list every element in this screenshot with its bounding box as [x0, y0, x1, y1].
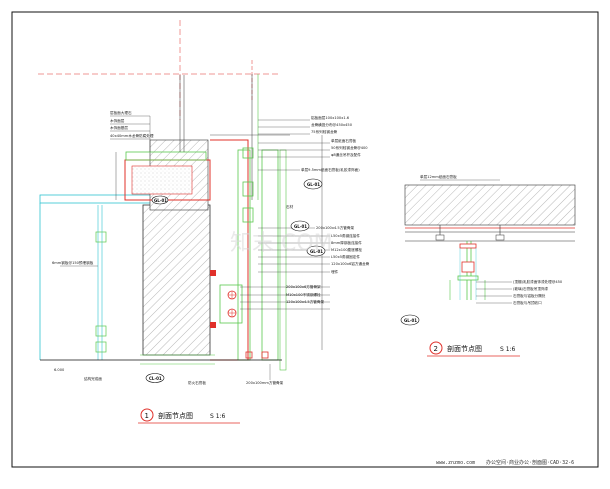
detail-2-number-circle	[429, 341, 443, 355]
detail-1-number-circle	[140, 408, 154, 422]
callout-right-6: φ8通丝吊杆及配件	[331, 152, 361, 157]
footer-left: www.znzmo.com	[436, 460, 475, 466]
callout-right-18: 120x100x4.5方管骨架	[286, 299, 324, 304]
callout-right-3: 75系列轻钢龙骨	[311, 129, 338, 134]
callout-right-1: 铝板面层100x100x1.6	[311, 115, 350, 120]
tag-cl01: CL-01	[145, 373, 165, 383]
callout-right-10: L50x5角钢连接件	[331, 233, 360, 238]
detail-2-callout-4: 石膏板与吊顶收口	[513, 300, 542, 305]
callout-top-left-3: 木饰面基层	[110, 125, 128, 130]
callout-bottom-right: 200x100mm方管骨架	[246, 380, 284, 385]
footer-right: 办公空间·商业办公·剖面图·CAD·32-6	[486, 459, 574, 466]
callout-right-14: 120x100x6铝方通龙骨	[331, 261, 370, 266]
detail-2-scale: S 1:6	[500, 346, 516, 353]
detail-1-leaders	[60, 115, 330, 380]
callout-right-9: 200x100x4.5方管骨架	[316, 225, 354, 230]
detail-2-drawing	[404, 184, 576, 300]
bottom-label-structure: 结构完成面	[84, 376, 102, 381]
callout-right-15: 埋件	[331, 269, 339, 274]
watermark: 知末 COM	[230, 231, 333, 256]
callout-right-16: 200x100x6方管骨架	[286, 284, 321, 289]
callout-left-mid: 6mm钢板@150预埋钢板	[52, 260, 94, 265]
detail-2-callout-top: 单层12mm纸面石膏板	[420, 174, 457, 179]
callout-right-17: M10x100不锈钢螺栓	[286, 292, 321, 297]
callout-right-2: 龙骨横竖分布@450x450	[311, 122, 353, 127]
svg-text:GL-01: GL-01	[310, 249, 323, 254]
ceiling-slab	[404, 184, 576, 226]
callout-right-4: 单层纸面石膏板	[331, 138, 357, 143]
callout-right-13: L50x5角钢固定件	[331, 254, 360, 259]
callout-right-12: M12x100膨胀螺栓	[331, 247, 362, 252]
callout-right-8: 石材	[286, 204, 294, 209]
callout-right-5: 50系列轻钢龙骨@400	[331, 145, 368, 150]
callout-top-left-1: 层板面大理石	[110, 110, 132, 115]
svg-text:GL-01: GL-01	[404, 318, 417, 323]
detail-1-annotations: 层板面大理石 木饰面层 木饰面基层 40x40mm木龙骨防腐处理 铝板面层100…	[52, 110, 370, 424]
detail-1-scale: S 1:6	[210, 413, 226, 420]
tag-gl01-a: GL-01	[303, 178, 323, 190]
callout-right-7: 单层9.5mm纸面石膏板(乳胶漆饰面)	[301, 167, 360, 172]
svg-text:GL-01: GL-01	[294, 224, 307, 229]
tag-gl01-d: GL-01	[151, 195, 169, 205]
detail-2-annotations: 单层12mm纸面石膏板 (顶棚)乳胶漆面饰漆处理@450 (玻璃)石膏板吊顶饰漆…	[400, 174, 563, 357]
detail-2-callout-3: 石膏板与铝板分隔处	[513, 293, 546, 298]
callout-top-left-4: 40x40mm木龙骨防腐处理	[110, 133, 154, 138]
svg-text:GL-01: GL-01	[154, 198, 167, 203]
detail-2-callout-2: (玻璃)石膏板吊顶饰漆	[513, 286, 549, 291]
callout-top-left-2: 木饰面层	[110, 118, 125, 123]
detail-1-drawing	[38, 20, 323, 371]
detail-2-number: 2	[434, 345, 438, 353]
svg-text:GL-01: GL-01	[307, 182, 320, 187]
detail-2-title: 剖面节点图	[447, 344, 482, 353]
tag-gl01-b: GL-01	[290, 220, 310, 232]
bottom-label-level: 6.000	[54, 368, 65, 372]
detail-2-leaders	[420, 179, 512, 304]
detail-2-tag-gl01: GL-01	[400, 314, 420, 326]
callout-right-11: 8mm厚钢板连接件	[331, 240, 362, 245]
concrete-column	[142, 204, 211, 356]
sheet-border	[11, 11, 599, 468]
tag-gl01-c: GL-01	[306, 245, 326, 257]
detail-1-title: 剖面节点图	[158, 411, 193, 420]
detail-1-number: 1	[145, 412, 149, 420]
bottom-label-board: 防火石膏板	[188, 380, 206, 385]
svg-text:CL-01: CL-01	[149, 376, 162, 381]
detail-2-callout-1: (顶棚)乳胶漆面饰漆处理@450	[513, 279, 563, 284]
